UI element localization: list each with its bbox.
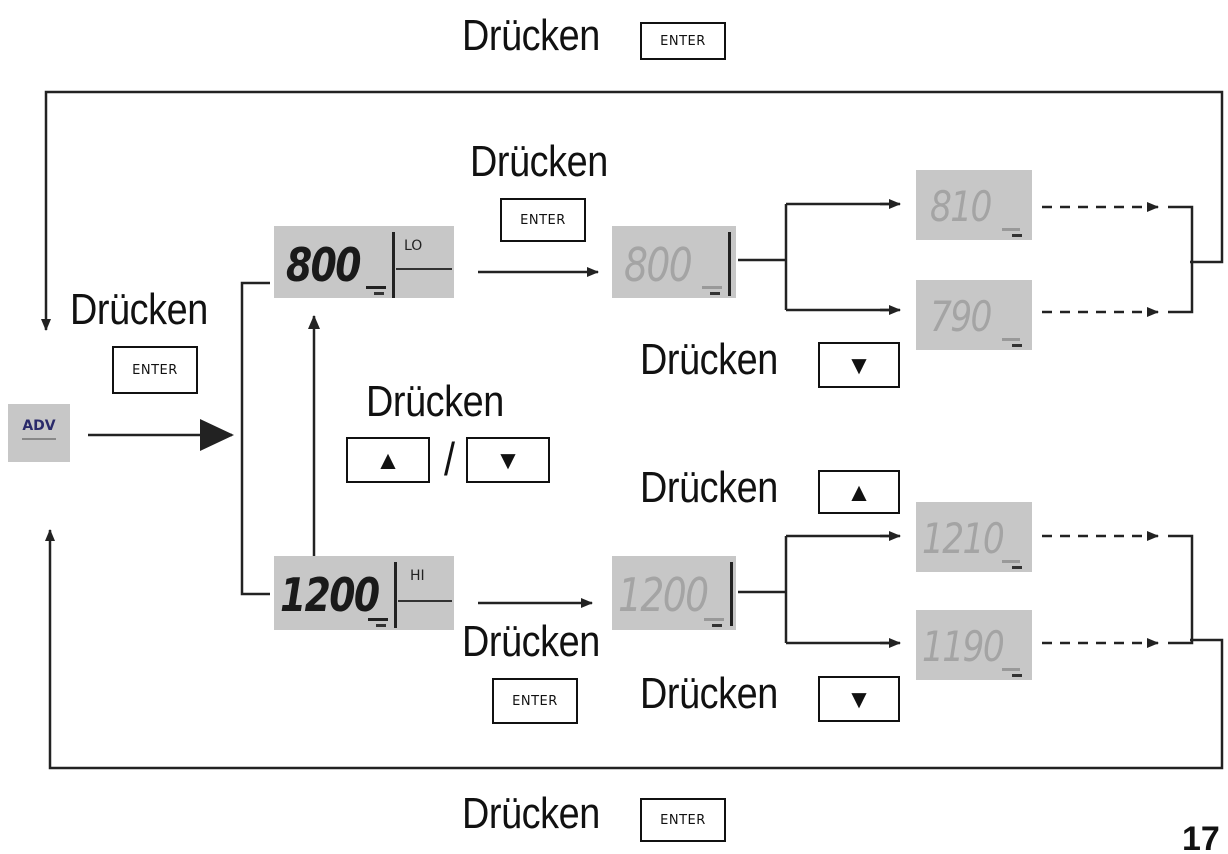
hi-edit-value: 1200 — [618, 568, 709, 622]
adv-display: ADV — [8, 404, 70, 462]
lo-up-value: 810 — [930, 182, 992, 231]
middle-down-key: ▼ — [466, 437, 550, 483]
right-upper-down-key: ▼ — [818, 342, 900, 388]
hi-edit-fork — [738, 534, 898, 645]
hi-cursor — [368, 618, 388, 621]
top-press-label: Drücken — [462, 11, 600, 60]
lo-edit-value: 800 — [624, 238, 693, 292]
lo-down-value: 790 — [930, 292, 992, 341]
lo-mode-label: LO — [404, 238, 423, 254]
bottom-return-arrow — [45, 529, 1224, 770]
lo-edit-display: 800 — [612, 226, 736, 298]
lower-press-label: Drücken — [462, 617, 600, 666]
right-middle-up-key: ▲ — [818, 470, 900, 514]
top-return-arrow — [41, 90, 1224, 331]
upper-press-label: Drücken — [470, 137, 608, 186]
lo-down-result-display: 790 — [916, 280, 1032, 350]
middle-up-key: ▲ — [346, 437, 430, 483]
lo-setting-display: 800 LO — [274, 226, 454, 298]
hi-up-result-display: 1210 — [916, 502, 1032, 572]
right-lower-press-label: Drücken — [640, 669, 778, 718]
lo-edit-fork — [738, 202, 898, 312]
lo-result-bracket — [1168, 205, 1194, 314]
lo-value: 800 — [286, 238, 361, 292]
lower-enter-key: ENTER — [492, 678, 578, 724]
hi-down-result-display: 1190 — [916, 610, 1032, 680]
right-middle-press-label: Drücken — [640, 463, 778, 512]
right-upper-press-label: Drücken — [640, 335, 778, 384]
lo-hi-bracket — [240, 281, 270, 596]
hi-value: 1200 — [280, 568, 380, 622]
hi-result-bracket — [1168, 534, 1194, 645]
hi-down-value: 1190 — [922, 622, 1005, 671]
right-lower-down-key: ▼ — [818, 676, 900, 722]
key-separator: / — [444, 433, 455, 485]
hi-setting-display: 1200 HI — [274, 556, 454, 630]
top-enter-key: ENTER — [640, 22, 726, 60]
hi-up-value: 1210 — [922, 514, 1005, 563]
left-press-label: Drücken — [70, 285, 208, 334]
left-enter-key: ENTER — [112, 346, 198, 394]
page-number: 17 — [1182, 820, 1220, 854]
middle-press-label: Drücken — [366, 377, 504, 426]
bottom-press-label: Drücken — [462, 789, 600, 838]
bottom-enter-key: ENTER — [640, 798, 726, 842]
hi-mode-label: HI — [410, 568, 425, 584]
lo-up-result-display: 810 — [916, 170, 1032, 240]
hi-edit-display: 1200 — [612, 556, 736, 630]
upper-enter-key: ENTER — [500, 198, 586, 242]
lo-cursor — [366, 286, 386, 289]
